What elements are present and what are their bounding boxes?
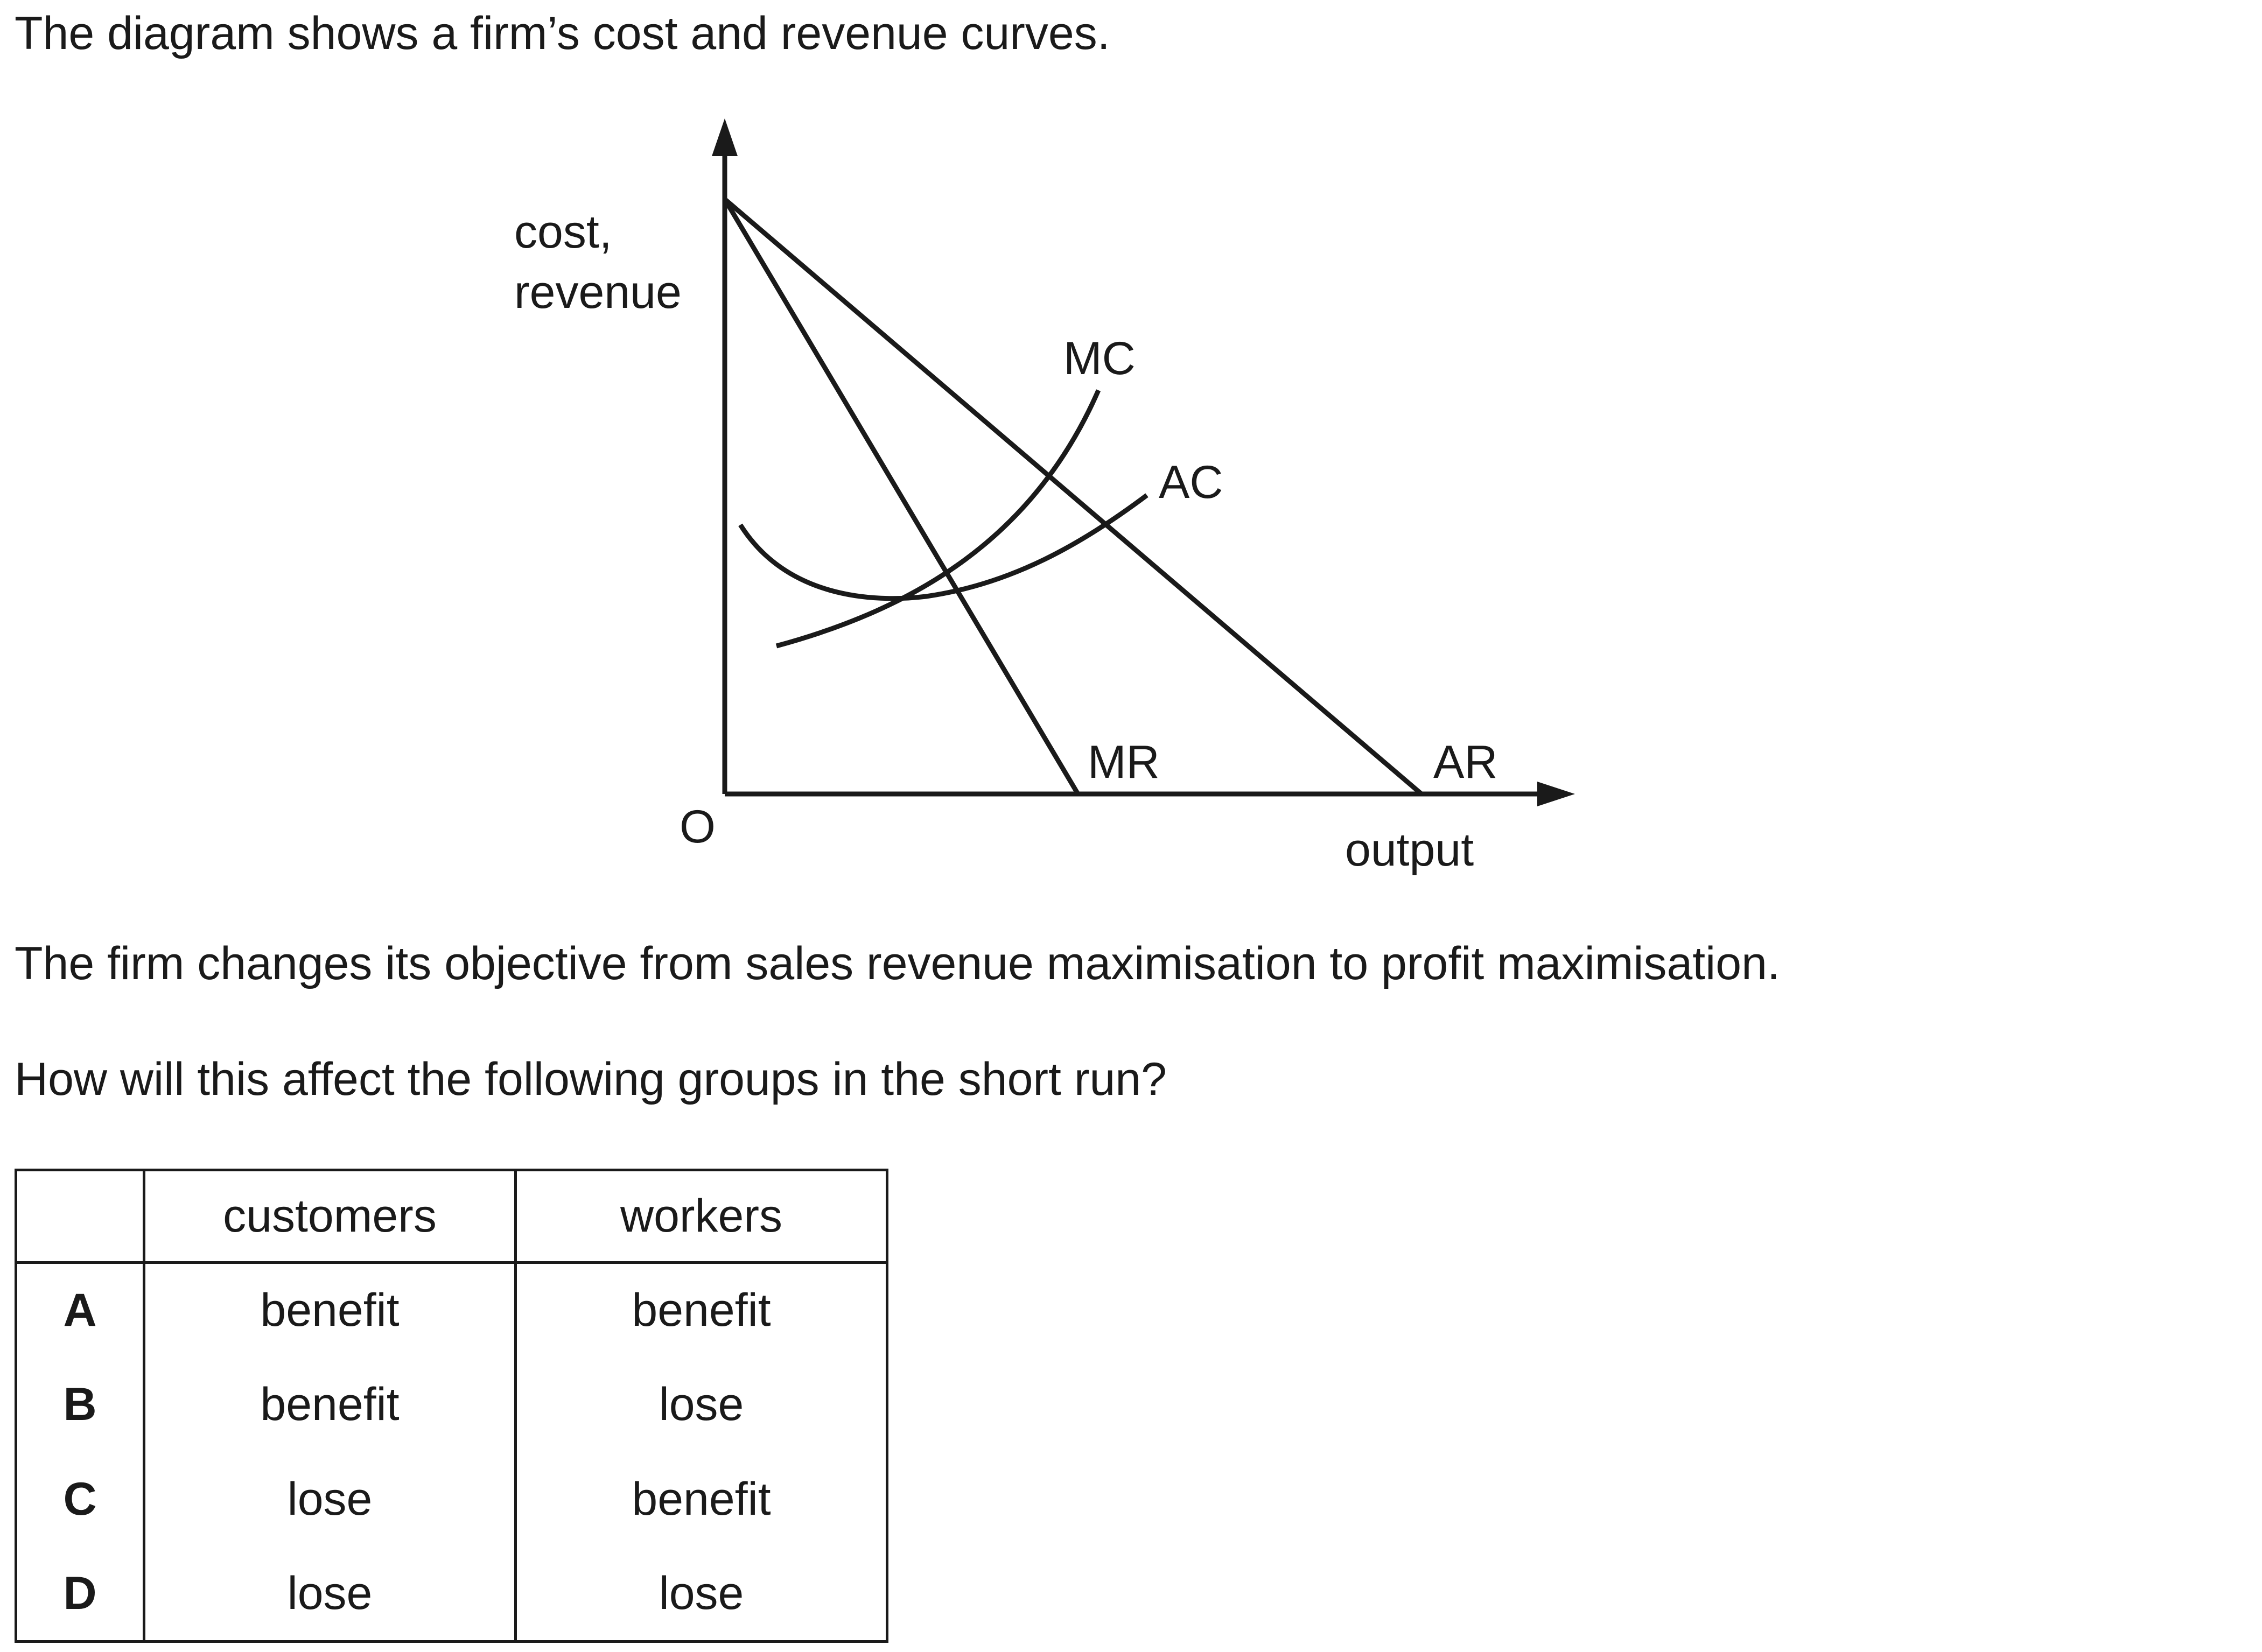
customers-cell: lose [143,1452,517,1547]
option-row-c[interactable]: C lose benefit [15,1452,888,1547]
x-axis-label: output [1345,824,1474,876]
workers-cell: benefit [514,1262,888,1358]
option-letter: B [15,1357,145,1452]
ac-curve [738,493,1148,601]
header-blank [15,1169,145,1264]
header-customers: customers [143,1169,517,1264]
customers-cell: benefit [143,1262,517,1358]
option-row-b[interactable]: B benefit lose [15,1357,888,1452]
mr-curve [723,198,1080,796]
intro-text: The diagram shows a firm’s cost and reve… [15,8,1110,59]
origin-label: O [680,801,716,853]
ar-label: AR [1433,736,1497,788]
option-row-a[interactable]: A benefit benefit [15,1262,888,1358]
ar-curve [723,197,1423,796]
answer-options-table: customers workers A benefit benefit B be… [15,1169,888,1643]
workers-cell: lose [514,1546,888,1643]
table-header-row: customers workers [15,1169,888,1264]
mc-curve [775,389,1101,649]
header-workers: workers [514,1169,888,1264]
customers-cell: benefit [143,1357,517,1452]
option-letter: C [15,1452,145,1547]
y-axis-label-cost: cost, [514,206,612,258]
y-axis-arrow-icon [712,118,738,156]
customers-cell: lose [143,1546,517,1643]
mc-label: MC [1063,333,1136,384]
option-row-d[interactable]: D lose lose [15,1546,888,1643]
question-text: How will this affect the following group… [15,1053,1167,1105]
objective-text: The firm changes its objective from sale… [15,938,1780,989]
x-axis-arrow-icon [1537,782,1575,806]
option-letter: A [15,1262,145,1358]
mr-label: MR [1088,736,1160,788]
option-letter: D [15,1546,145,1643]
workers-cell: benefit [514,1452,888,1547]
workers-cell: lose [514,1357,888,1452]
y-axis-label-revenue: revenue [514,266,682,318]
cost-revenue-diagram: cost, revenue O output MC AC MR AR [514,118,1575,876]
ac-label: AC [1159,456,1223,508]
